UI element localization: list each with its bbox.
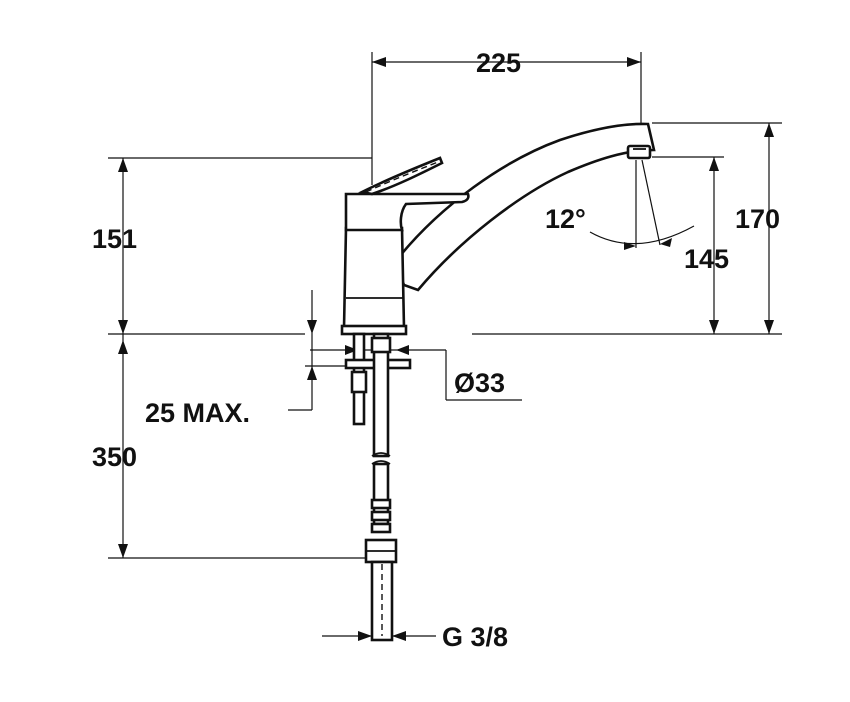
label-lever-height: 151 (92, 224, 137, 254)
lever-handle (358, 156, 444, 196)
label-outlet-height: 145 (684, 244, 729, 274)
label-connection: G 3/8 (442, 622, 508, 652)
label-spout-angle: 12° (545, 204, 586, 234)
label-hose-length: 350 (92, 442, 137, 472)
dimension-labels: 225 151 12° 145 170 Ø33 25 MAX. 350 G 3/… (92, 48, 780, 652)
lever (344, 192, 470, 232)
fixing-nut (350, 370, 368, 394)
spout (393, 122, 656, 292)
label-total-height: 170 (735, 204, 780, 234)
faucet-outline (340, 122, 656, 336)
mounting-assembly (344, 332, 412, 642)
label-max-thickness: 25 MAX. (145, 398, 250, 428)
label-base-diameter: Ø33 (454, 368, 505, 398)
label-width-top: 225 (476, 48, 521, 78)
body-column (342, 226, 406, 330)
connection-pipe (370, 560, 394, 642)
dimension-lines (108, 52, 782, 641)
aerator (626, 144, 652, 160)
supply-hose-upper (372, 332, 390, 458)
